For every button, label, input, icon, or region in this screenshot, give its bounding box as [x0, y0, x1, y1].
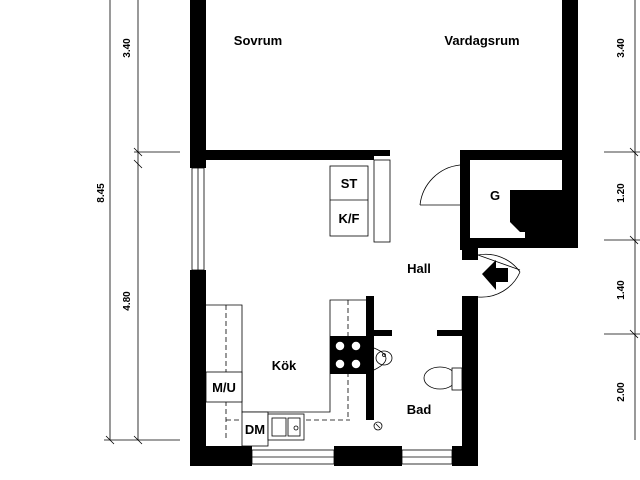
windows	[191, 167, 453, 465]
room-vardagsrum: Vardagsrum	[444, 33, 519, 48]
dim-right-1: 3.40	[616, 38, 627, 58]
room-kok: Kök	[272, 358, 297, 373]
fixture-st: ST	[341, 176, 358, 191]
doors	[419, 164, 521, 298]
dim-left-lower: 4.80	[122, 291, 133, 311]
bathroom-fixtures	[373, 347, 463, 431]
room-hall: Hall	[407, 261, 431, 276]
fixture-mu: M/U	[212, 380, 236, 395]
dim-right-2: 1.20	[616, 183, 627, 203]
room-garderob: G	[490, 188, 500, 203]
left-dimension-lines	[104, 0, 180, 445]
dim-left-total: 8.45	[96, 183, 107, 203]
walls	[190, 0, 578, 466]
dim-right-3: 1.40	[616, 280, 627, 300]
fixture-kf: K/F	[339, 211, 360, 226]
right-dimension-lines	[604, 0, 640, 440]
entrance-arrow-icon	[482, 260, 508, 290]
dim-right-4: 2.00	[616, 382, 627, 402]
kitchen-counters	[205, 299, 366, 447]
room-bad: Bad	[407, 402, 432, 417]
floor-drain-icon	[373, 421, 383, 431]
dim-left-upper: 3.40	[122, 38, 133, 58]
room-sovrum: Sovrum	[234, 33, 282, 48]
kitchen-column	[329, 159, 391, 243]
stove-icon	[330, 336, 366, 374]
toilet-icon	[423, 366, 463, 391]
fixture-dm: DM	[245, 422, 265, 437]
